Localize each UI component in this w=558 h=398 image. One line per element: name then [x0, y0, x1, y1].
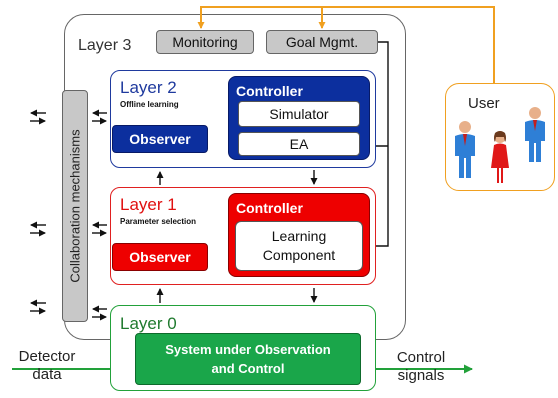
layer-1-subtitle: Parameter selection [120, 217, 197, 226]
collaboration-mechanisms-label: Collaboration mechanisms [67, 129, 83, 283]
learning-component-line-2: Component [262, 247, 336, 263]
layer-1-title: Layer 1 [120, 195, 177, 214]
detector-data-line-2: data [32, 366, 62, 383]
control-signals-label: Control signals [380, 349, 462, 385]
monitoring-box: Monitoring [156, 30, 254, 54]
learning-component-box: Learning Component [235, 221, 363, 271]
learning-component-line-1: Learning [271, 228, 327, 245]
detector-data-label: Detector data [8, 348, 86, 384]
layer-0-title: Layer 0 [120, 314, 177, 333]
detector-data-line-1: Detector [18, 348, 76, 365]
layer-2-title: Layer 2 [120, 78, 177, 97]
user-label: User [468, 95, 500, 112]
system-under-observation-box: System under Observation and Control [135, 333, 361, 385]
goal-management-box: Goal Mgmt. [266, 30, 378, 54]
layer-2-observer-box: Observer [112, 125, 208, 153]
layer-2-controller-title: Controller [236, 83, 303, 99]
layer-3-box [64, 14, 406, 340]
user-man-left-icon [455, 121, 475, 178]
collaboration-mechanisms-box: Collaboration mechanisms [62, 90, 88, 322]
collaboration-external-arrows [30, 109, 46, 315]
ea-box: EA [238, 132, 360, 156]
control-signals-line-1: Control [396, 349, 446, 366]
layer-1-observer-box: Observer [112, 243, 208, 271]
simulator-box: Simulator [238, 101, 360, 127]
layer-3-title: Layer 3 [78, 37, 132, 54]
layer-2-subtitle: Offline learning [120, 100, 179, 109]
control-signals-line-2: signals [397, 367, 445, 384]
suoc-line-1: System under Observation [165, 341, 331, 357]
user-man-right-icon [525, 107, 545, 162]
suoc-line-2: and Control [211, 361, 285, 376]
user-woman-icon [491, 131, 509, 183]
layer-1-controller-title: Controller [236, 200, 303, 216]
